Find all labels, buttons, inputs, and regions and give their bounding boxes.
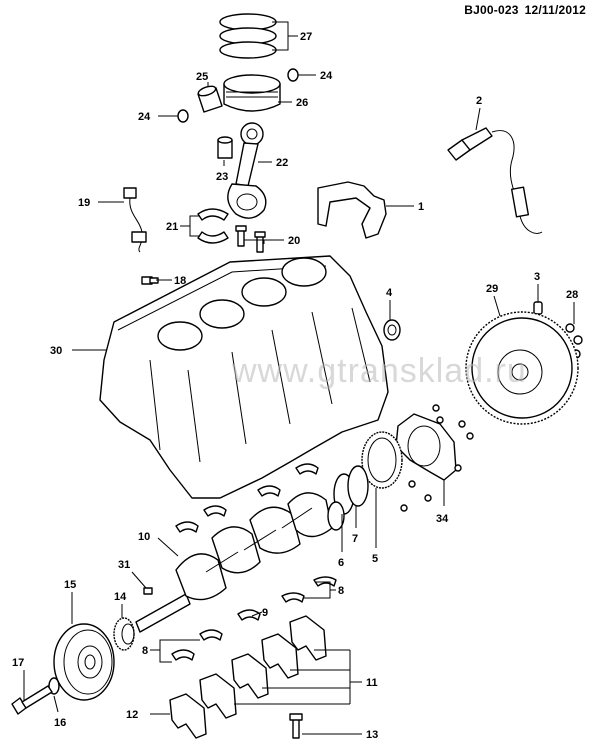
callout-18: 18 [174,275,186,287]
main-bearing-caps [169,615,327,739]
drawing-date: 12/11/2012 [524,3,586,17]
callout-24b: 24 [320,70,333,82]
callout-9: 9 [262,607,268,619]
main-cap-bolt [289,713,303,739]
snap-ring-right [287,68,299,82]
callout-27: 27 [300,31,312,43]
connecting-rod [227,122,267,219]
callout-28: 28 [566,289,578,301]
rod-bolts [235,225,266,253]
crankshaft-rear-seal [383,319,401,341]
callout-5: 5 [372,553,378,565]
block-bolts [400,404,474,512]
callout-23: 23 [216,171,228,183]
callout-16: 16 [54,717,66,729]
crankshaft-sprocket [113,617,135,651]
callout-25: 25 [196,71,208,83]
pulley-bolt [11,685,53,715]
callout-31: 31 [118,559,130,571]
callout-21: 21 [166,221,178,233]
oxygen-sensor [447,127,543,234]
callout-4: 4 [386,287,393,299]
callout-19: 19 [78,197,90,209]
flywheel [465,311,579,425]
callout-15: 15 [64,579,76,591]
piston-rings [219,13,277,59]
callout-17: 17 [12,657,24,669]
callout-20: 20 [288,235,300,247]
callout-7: 7 [352,533,358,545]
oil-filter-bracket [317,181,387,239]
drawing-number: BJ00-023 [464,3,519,17]
piston-pin [197,85,223,113]
callout-6: 6 [338,557,344,569]
cylinder-block [99,255,389,499]
crankshaft [135,492,345,633]
callout-30: 30 [50,345,62,357]
callout-13: 13 [366,729,378,741]
callout-8b: 8 [142,645,148,657]
callout-3: 3 [534,271,540,283]
callout-1: 1 [418,201,424,213]
watermark-text: www.gtransklad.ru [232,352,527,390]
callout-10: 10 [138,531,150,543]
knock-sensor [123,187,147,253]
callout-2: 2 [476,95,482,107]
oil-gallery-plug [533,301,543,315]
crankshaft-pulley [53,623,115,701]
callout-24a: 24 [138,111,151,123]
callout-22: 22 [276,157,288,169]
leader-lines [23,21,575,735]
callout-12: 12 [126,709,138,721]
rear-oil-seal-housing [395,413,457,481]
callout-8a: 8 [338,585,344,597]
callout-29: 29 [486,283,498,295]
callout-14: 14 [114,591,127,603]
callout-34: 34 [436,513,449,525]
connecting-rod-bushing [217,136,233,159]
callout-26: 26 [296,97,308,109]
snap-ring-left [177,109,189,123]
callout-11: 11 [366,677,378,689]
knock-sensor-bolt [141,276,159,285]
drawing-code: BJ00-023 12/11/2012 [464,3,586,17]
crankshaft-key [143,587,153,595]
reluctor-ring [361,431,403,489]
rod-bearing-shells [197,208,229,244]
piston [223,74,281,112]
